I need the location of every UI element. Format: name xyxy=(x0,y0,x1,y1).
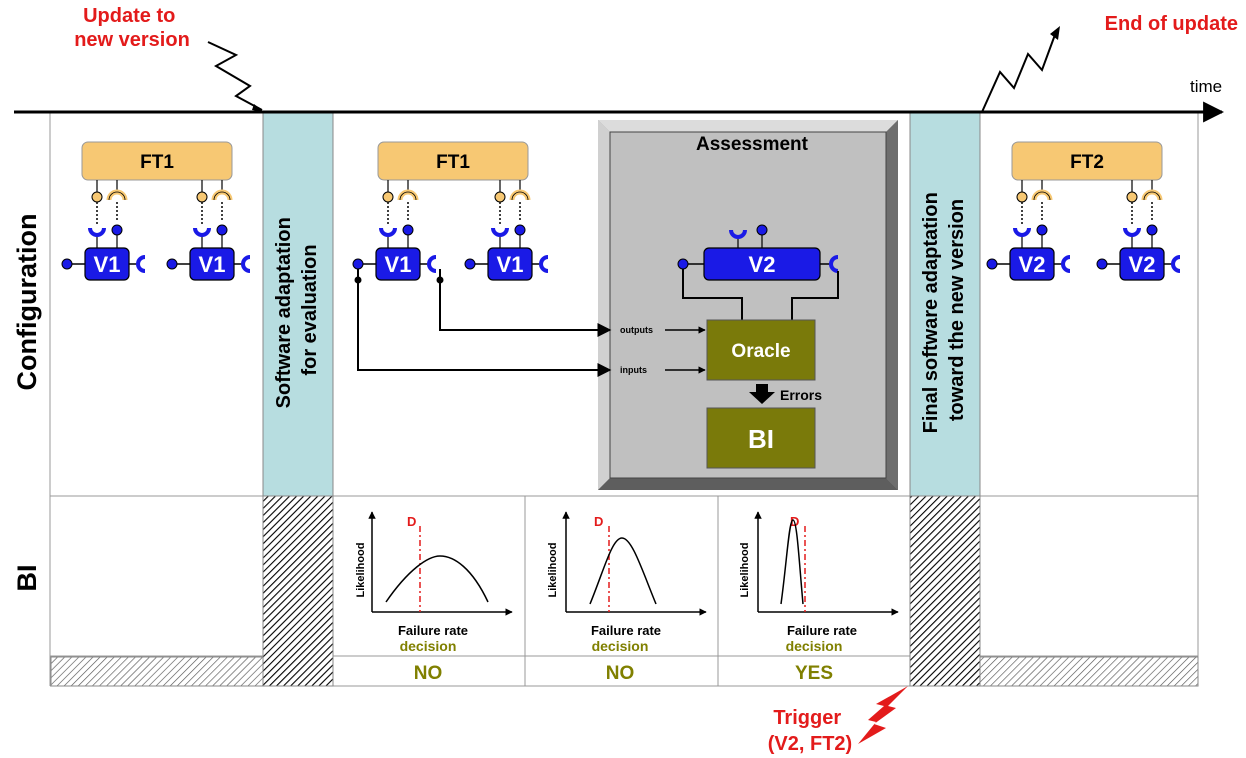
update-start-label: Update to new version xyxy=(74,5,190,51)
svg-text:Likelihood: Likelihood xyxy=(547,543,559,598)
config-group-2: FT1 V1 V1 xyxy=(351,141,550,282)
likelihood-curve xyxy=(589,537,657,605)
adaptation-eval-hatch xyxy=(262,495,334,687)
adaptation-final-label: Final software adaptation toward the new… xyxy=(920,187,968,434)
bi-box xyxy=(706,407,816,469)
decision-strip-left xyxy=(50,656,264,687)
svg-text:decision: decision xyxy=(400,638,457,654)
errors-arrow-icon xyxy=(749,384,775,404)
trigger-label: Trigger (V2, FT2) xyxy=(768,707,852,755)
time-label: time xyxy=(1190,77,1222,96)
bi-chart-2: D Likelihood Failure rate decision NO xyxy=(547,511,707,684)
svg-text:decision: decision xyxy=(592,638,649,654)
svg-text:Failure rate: Failure rate xyxy=(591,623,661,638)
row-label-configuration: Configuration xyxy=(12,214,42,391)
svg-text:Failure rate: Failure rate xyxy=(398,623,468,638)
svg-text:BI: BI xyxy=(748,424,774,454)
adaptation-final-hatch xyxy=(909,495,981,687)
row-label-bi: BI xyxy=(12,565,42,592)
update-end-label: End of update xyxy=(1105,13,1238,35)
svg-text:D: D xyxy=(594,514,603,529)
svg-text:V2: V2 xyxy=(1129,252,1156,277)
svg-text:Failure rate: Failure rate xyxy=(787,623,857,638)
svg-text:FT2: FT2 xyxy=(1070,152,1104,173)
bi-chart-1: D Likelihood Failure rate decision NO xyxy=(355,511,513,684)
ft-box xyxy=(377,141,529,181)
assessment-box: Assessment V2 Oracle outputs inputs Erro… xyxy=(598,120,898,490)
svg-text:decision: decision xyxy=(786,638,843,654)
svg-text:Oracle: Oracle xyxy=(731,341,790,362)
svg-text:V1: V1 xyxy=(94,252,121,277)
svg-text:D: D xyxy=(407,514,416,529)
decision-value: NO xyxy=(414,663,443,684)
ft-box xyxy=(1011,141,1163,181)
update-start-zigzag xyxy=(207,41,263,111)
svg-text:V2: V2 xyxy=(749,252,776,277)
config-group-3: FT2 V2 V2 xyxy=(985,141,1182,282)
outputs-label: outputs xyxy=(620,325,653,335)
svg-text:V1: V1 xyxy=(385,252,412,277)
adaptation-final-column xyxy=(909,111,981,497)
config-group-1: FT1 V1 V1 xyxy=(60,141,252,282)
assessment-title: Assessment xyxy=(696,134,809,155)
decision-strip-right xyxy=(979,656,1199,687)
oracle-box xyxy=(706,319,816,381)
svg-text:V1: V1 xyxy=(497,252,524,277)
adaptation-eval-label: Software adaptation for evaluation xyxy=(273,212,321,409)
errors-label: Errors xyxy=(780,387,822,403)
decision-value: YES xyxy=(795,663,833,684)
inputs-label: inputs xyxy=(620,365,647,375)
trigger-lightning-icon xyxy=(858,686,908,744)
update-end-zigzag xyxy=(981,31,1057,113)
decision-value: NO xyxy=(606,663,635,684)
ft-box xyxy=(81,141,233,181)
inputs-connection xyxy=(357,269,612,377)
v2-component: V2 xyxy=(677,224,839,281)
svg-text:FT1: FT1 xyxy=(140,152,174,173)
svg-text:Likelihood: Likelihood xyxy=(739,543,751,598)
svg-text:V1: V1 xyxy=(199,252,226,277)
svg-text:FT1: FT1 xyxy=(436,152,470,173)
bi-chart-3: D Likelihood Failure rate decision YES xyxy=(739,511,899,684)
likelihood-curve xyxy=(780,519,804,605)
svg-text:V2: V2 xyxy=(1019,252,1046,277)
outputs-connection xyxy=(439,269,612,337)
svg-text:Likelihood: Likelihood xyxy=(355,543,367,598)
likelihood-curve xyxy=(385,555,489,603)
